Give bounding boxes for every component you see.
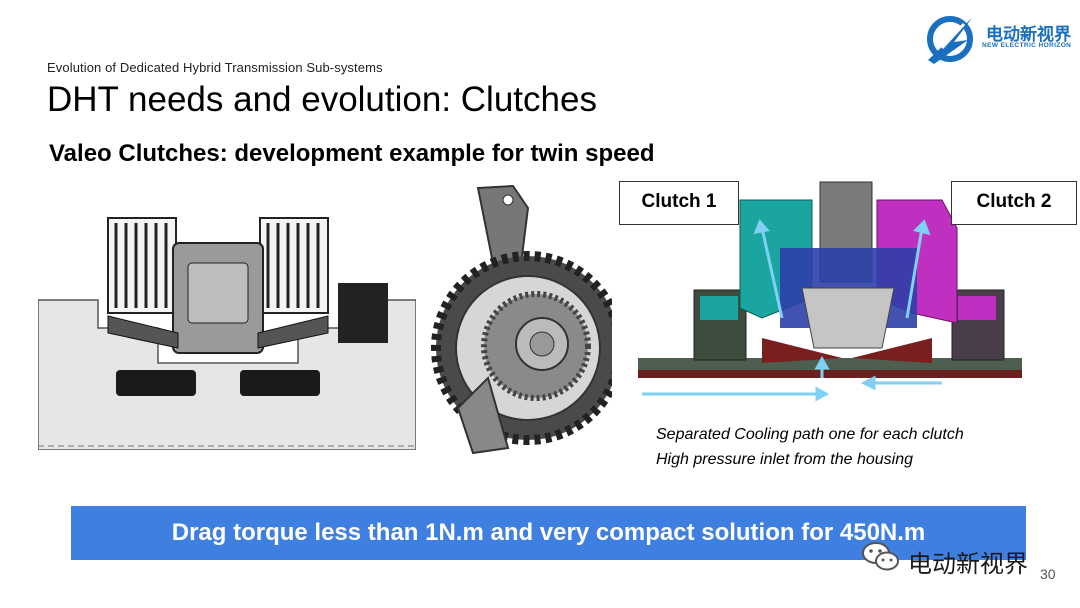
brand-name-en: NEW ELECTRIC HORIZON	[982, 42, 1072, 49]
brand-name-cn: 电动新视界	[986, 25, 1071, 44]
slide-supertitle: Evolution of Dedicated Hybrid Transmissi…	[47, 60, 383, 75]
note-high-pressure-inlet: High pressure inlet from the housing	[656, 451, 914, 468]
summary-banner: Drag torque less than 1N.m and very comp…	[71, 506, 1026, 560]
clutch-cross-section-drawing	[38, 188, 416, 450]
callout-clutch-2: Clutch 2	[951, 181, 1077, 225]
callout-clutch-1: Clutch 1	[619, 181, 739, 225]
clutch-3d-render	[418, 178, 626, 458]
watermark-text: 电动新视界	[908, 551, 1028, 578]
page-number: 30	[1040, 566, 1056, 582]
brand-logo-icon	[927, 16, 973, 64]
note-cooling-path: Separated Cooling path one for each clut…	[656, 426, 964, 443]
wechat-icon	[862, 542, 899, 571]
slide-title: DHT needs and evolution: Clutches	[47, 80, 597, 119]
slide-subtitle: Valeo Clutches: development example for …	[49, 140, 655, 167]
